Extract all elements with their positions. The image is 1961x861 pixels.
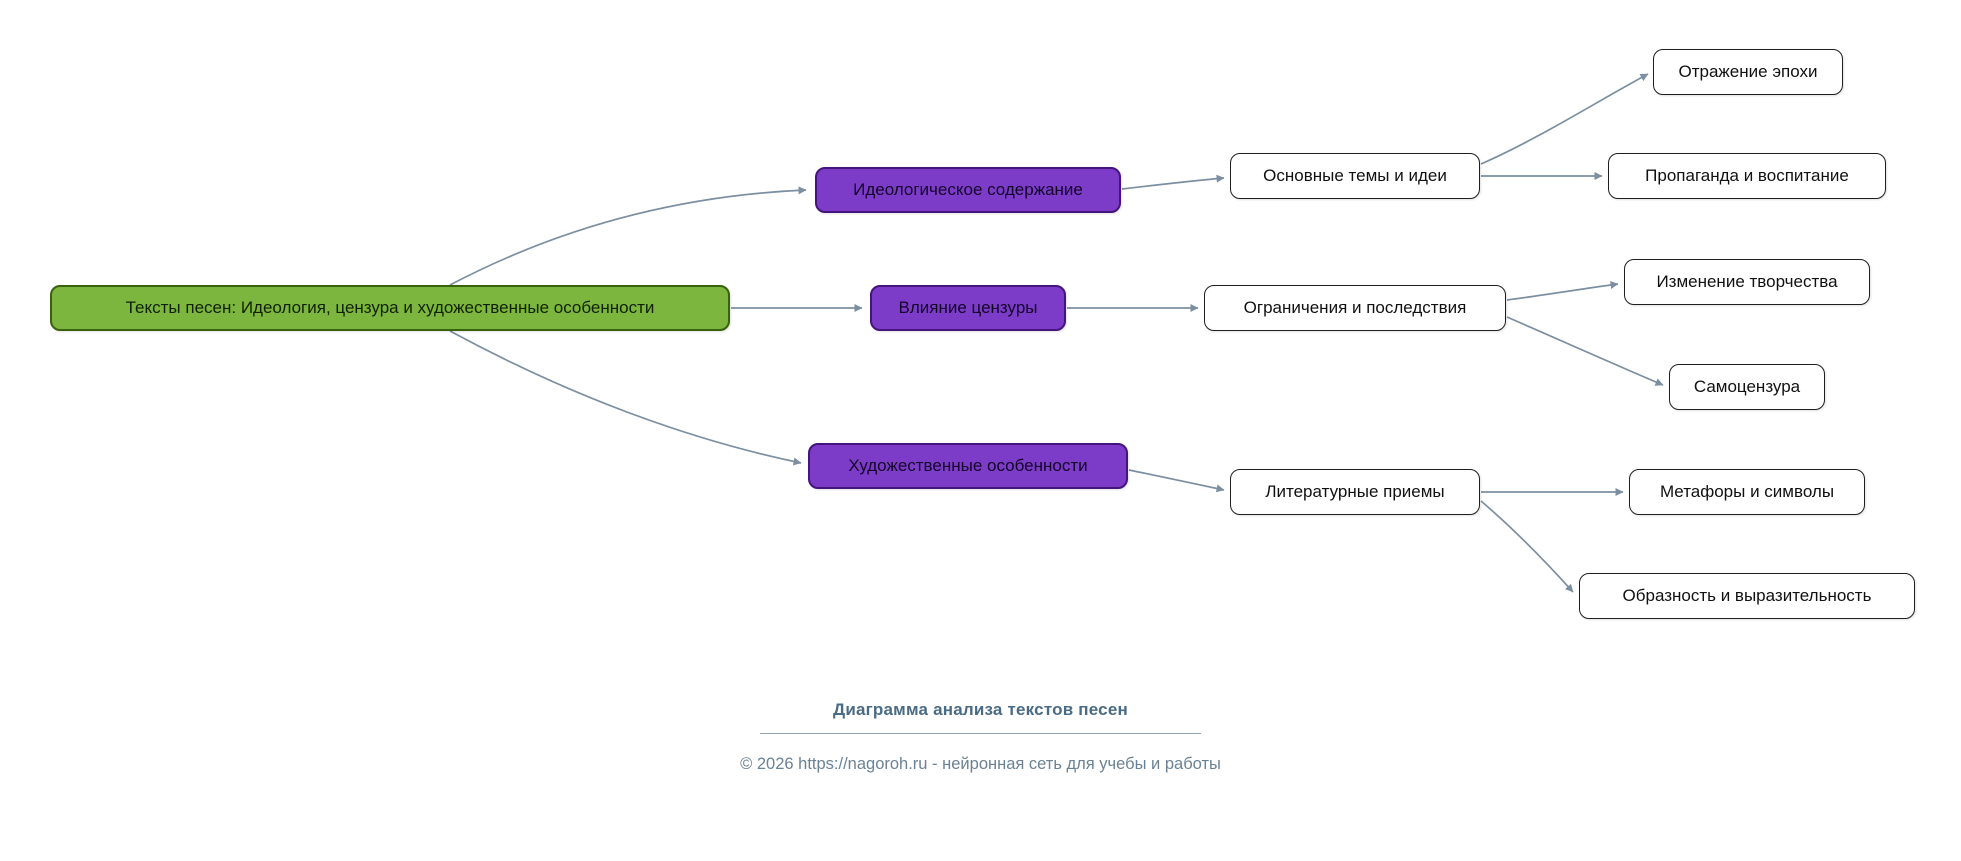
node-ideology: Идеологическое содержание — [815, 167, 1121, 213]
copyright-text: © 2026 https://nagoroh.ru - нейронная се… — [740, 755, 1221, 773]
node-metaphors: Метафоры и символы — [1629, 469, 1865, 515]
node-literary: Литературные приемы — [1230, 469, 1480, 515]
edge-restrictions-selfcensorship — [1506, 316, 1664, 386]
node-censorship: Влияние цензуры — [870, 285, 1066, 331]
edge-themes-era — [1480, 73, 1649, 165]
edge-ideology-themes — [1121, 174, 1225, 190]
edge-root-artistic — [449, 330, 802, 466]
edge-root-ideology — [449, 186, 807, 286]
node-propaganda: Пропаганда и воспитание — [1608, 153, 1886, 199]
edge-restrictions-creativity — [1506, 281, 1619, 301]
edge-artistic-literary — [1128, 469, 1225, 493]
node-era: Отражение эпохи — [1653, 49, 1843, 95]
node-imagery: Образность и выразительность — [1579, 573, 1915, 619]
diagram-title: Диаграмма анализа текстов песен — [833, 700, 1128, 719]
node-artistic: Художественные особенности — [808, 443, 1128, 489]
edge-literary-imagery — [1480, 500, 1574, 593]
node-restrictions: Ограничения и последствия — [1204, 285, 1506, 331]
title-underline — [760, 733, 1201, 734]
node-selfcensorship: Самоцензура — [1669, 364, 1825, 410]
node-creativity: Изменение творчества — [1624, 259, 1870, 305]
diagram-footer: Диаграмма анализа текстов песен © 2026 h… — [0, 700, 1961, 774]
node-themes: Основные темы и идеи — [1230, 153, 1480, 199]
node-root: Тексты песен: Идеология, цензура и худож… — [50, 285, 730, 331]
